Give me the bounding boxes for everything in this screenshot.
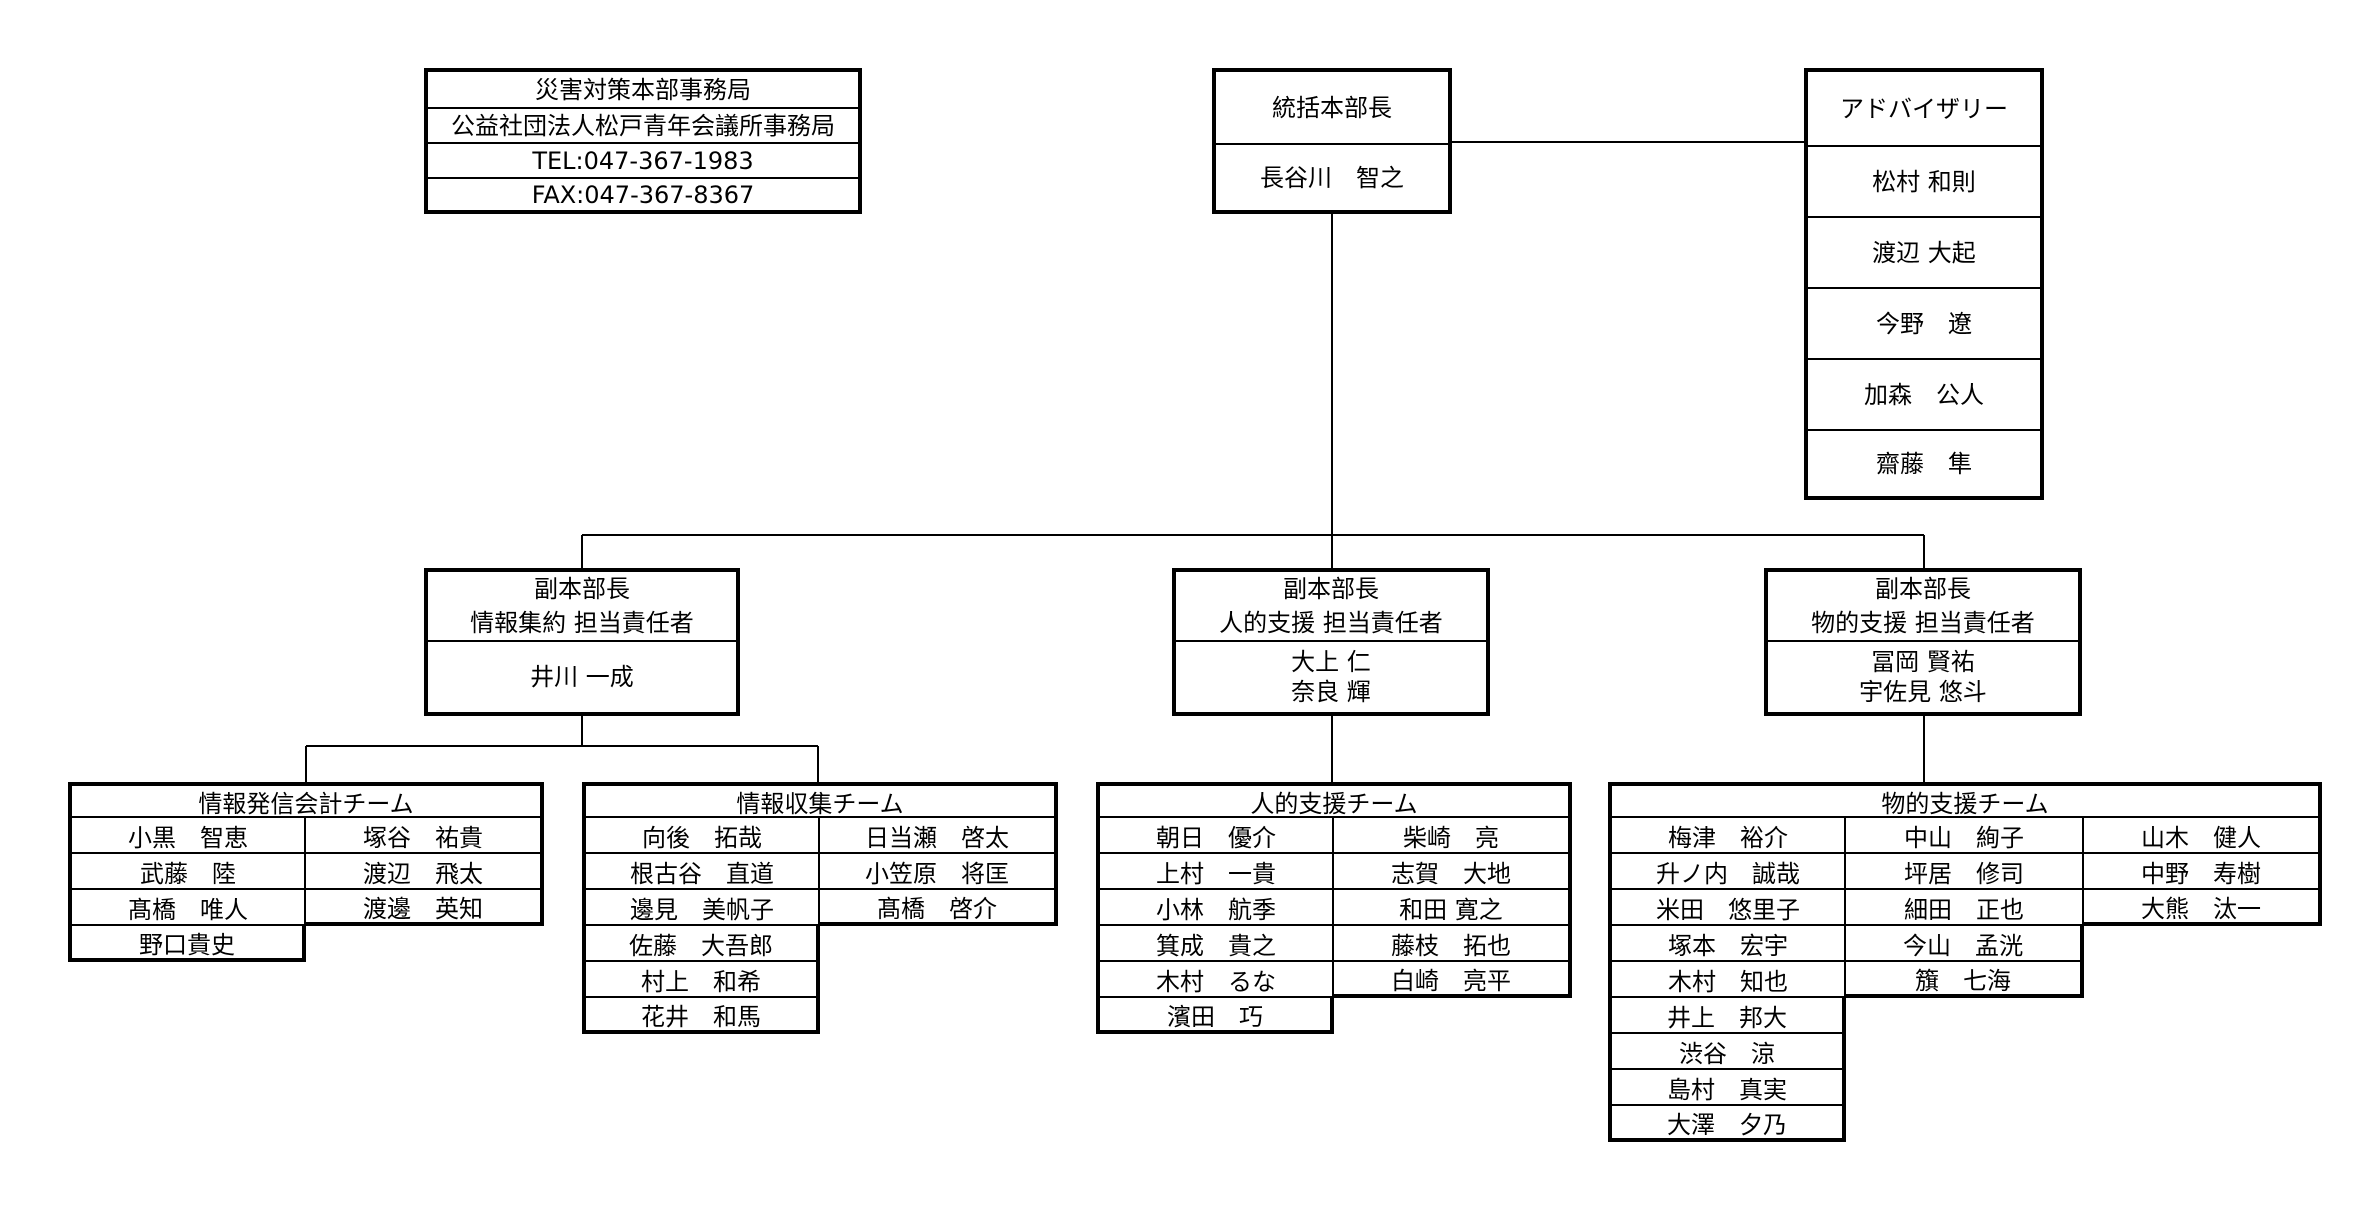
team-member: 塚谷 祐貴 <box>306 818 544 854</box>
team-member: 山木 健人 <box>2084 818 2322 854</box>
advisory-member: 今野 遼 <box>1808 287 2040 358</box>
advisory-member: 加森 公人 <box>1808 358 2040 429</box>
team-title: 情報発信会計チーム <box>68 782 544 818</box>
team-member: 野口貴史 <box>68 926 306 962</box>
team-member: 中野 寿樹 <box>2084 854 2322 890</box>
team-member: 日当瀬 啓太 <box>820 818 1058 854</box>
advisory-member: 渡辺 大起 <box>1808 216 2040 287</box>
team-member: 井上 邦大 <box>1608 998 1846 1034</box>
deputy-duty: 情報集約 担当責任者 <box>470 609 694 637</box>
team-member: 朝日 優介 <box>1096 818 1334 854</box>
team-member: 今山 孟洸 <box>1846 926 2084 962</box>
team-member: 佐藤 大吾郎 <box>582 926 820 962</box>
chief-role: 統括本部長 <box>1272 93 1392 122</box>
deputy-names: 井川 一成 <box>428 640 736 712</box>
chief-name: 長谷川 智之 <box>1216 143 1448 210</box>
team-member: 小黒 智恵 <box>68 818 306 854</box>
team-member: 髙橋 啓介 <box>820 890 1058 926</box>
team-member: 大澤 夕乃 <box>1608 1106 1846 1142</box>
team-member: 小林 航季 <box>1096 890 1334 926</box>
team-title: 物的支援チーム <box>1608 782 2322 818</box>
team-member: 籏 七海 <box>1846 962 2084 998</box>
team-member: 箕成 貴之 <box>1096 926 1334 962</box>
advisory-member: 松村 和則 <box>1808 145 2040 216</box>
deputy-name: 奈良 輝 <box>1291 678 1371 706</box>
team-member: 大熊 汰一 <box>2084 890 2322 926</box>
office-info-box: 災害対策本部事務局 公益社団法人松戸青年会議所事務局 TEL:047-367-1… <box>424 68 862 214</box>
deputy-names: 冨岡 賢祐 宇佐見 悠斗 <box>1768 640 2078 712</box>
deputy-name: 大上 仁 <box>1291 648 1371 676</box>
deputy-name: 井川 一成 <box>530 663 634 691</box>
deputy-box-material: 副本部長 物的支援 担当責任者 冨岡 賢祐 宇佐見 悠斗 <box>1764 568 2082 716</box>
team-member: 木村 知也 <box>1608 962 1846 998</box>
team-member: 升ノ内 誠哉 <box>1608 854 1846 890</box>
deputy-box-human: 副本部長 人的支援 担当責任者 大上 仁 奈良 輝 <box>1172 568 1490 716</box>
office-title: 災害対策本部事務局 <box>535 75 751 104</box>
team-title: 情報収集チーム <box>582 782 1058 818</box>
team-member: 根古谷 直道 <box>582 854 820 890</box>
team-member: 白崎 亮平 <box>1334 962 1572 998</box>
deputy-duty: 人的支援 担当責任者 <box>1219 609 1443 637</box>
deputy-box-info: 副本部長 情報集約 担当責任者 井川 一成 <box>424 568 740 716</box>
chief-box: 統括本部長 長谷川 智之 <box>1212 68 1452 214</box>
deputy-role: 副本部長 <box>534 575 630 603</box>
team-member: 梅津 裕介 <box>1608 818 1846 854</box>
team-member: 渡邊 英知 <box>306 890 544 926</box>
office-fax: FAX:047-367-8367 <box>428 177 858 210</box>
team-title: 人的支援チーム <box>1096 782 1572 818</box>
deputy-name: 冨岡 賢祐 <box>1871 648 1975 676</box>
advisory-title: アドバイザリー <box>1840 94 2008 123</box>
deputy-role: 副本部長 <box>1283 575 1379 603</box>
team-member: 小笠原 将匡 <box>820 854 1058 890</box>
deputy-names: 大上 仁 奈良 輝 <box>1176 640 1486 712</box>
office-org: 公益社団法人松戸青年会議所事務局 <box>428 107 858 142</box>
team-member: 和田 寛之 <box>1334 890 1572 926</box>
advisory-member: 齋藤 隼 <box>1808 429 2040 496</box>
team-member: 志賀 大地 <box>1334 854 1572 890</box>
team-member: 濱田 巧 <box>1096 998 1334 1034</box>
team-member: 中山 絢子 <box>1846 818 2084 854</box>
office-tel: TEL:047-367-1983 <box>428 142 858 177</box>
team-member: 髙橋 唯人 <box>68 890 306 926</box>
team-member: 塚本 宏宇 <box>1608 926 1846 962</box>
team-member: 渋谷 涼 <box>1608 1034 1846 1070</box>
team-member: 武藤 陸 <box>68 854 306 890</box>
deputy-role: 副本部長 <box>1875 575 1971 603</box>
deputy-duty: 物的支援 担当責任者 <box>1811 609 2035 637</box>
team-member: 藤枝 拓也 <box>1334 926 1572 962</box>
team-member: 坪居 修司 <box>1846 854 2084 890</box>
team-member: 細田 正也 <box>1846 890 2084 926</box>
team-member: 村上 和希 <box>582 962 820 998</box>
team-member: 邊見 美帆子 <box>582 890 820 926</box>
team-member: 米田 悠里子 <box>1608 890 1846 926</box>
deputy-name: 宇佐見 悠斗 <box>1859 678 1987 706</box>
advisory-box: アドバイザリー 松村 和則 渡辺 大起 今野 遼 加森 公人 齋藤 隼 <box>1804 68 2044 500</box>
team-member: 島村 真実 <box>1608 1070 1846 1106</box>
team-member: 柴崎 亮 <box>1334 818 1572 854</box>
team-member: 花井 和馬 <box>582 998 820 1034</box>
team-member: 向後 拓哉 <box>582 818 820 854</box>
team-member: 木村 るな <box>1096 962 1334 998</box>
team-member: 渡辺 飛太 <box>306 854 544 890</box>
team-member: 上村 一貴 <box>1096 854 1334 890</box>
